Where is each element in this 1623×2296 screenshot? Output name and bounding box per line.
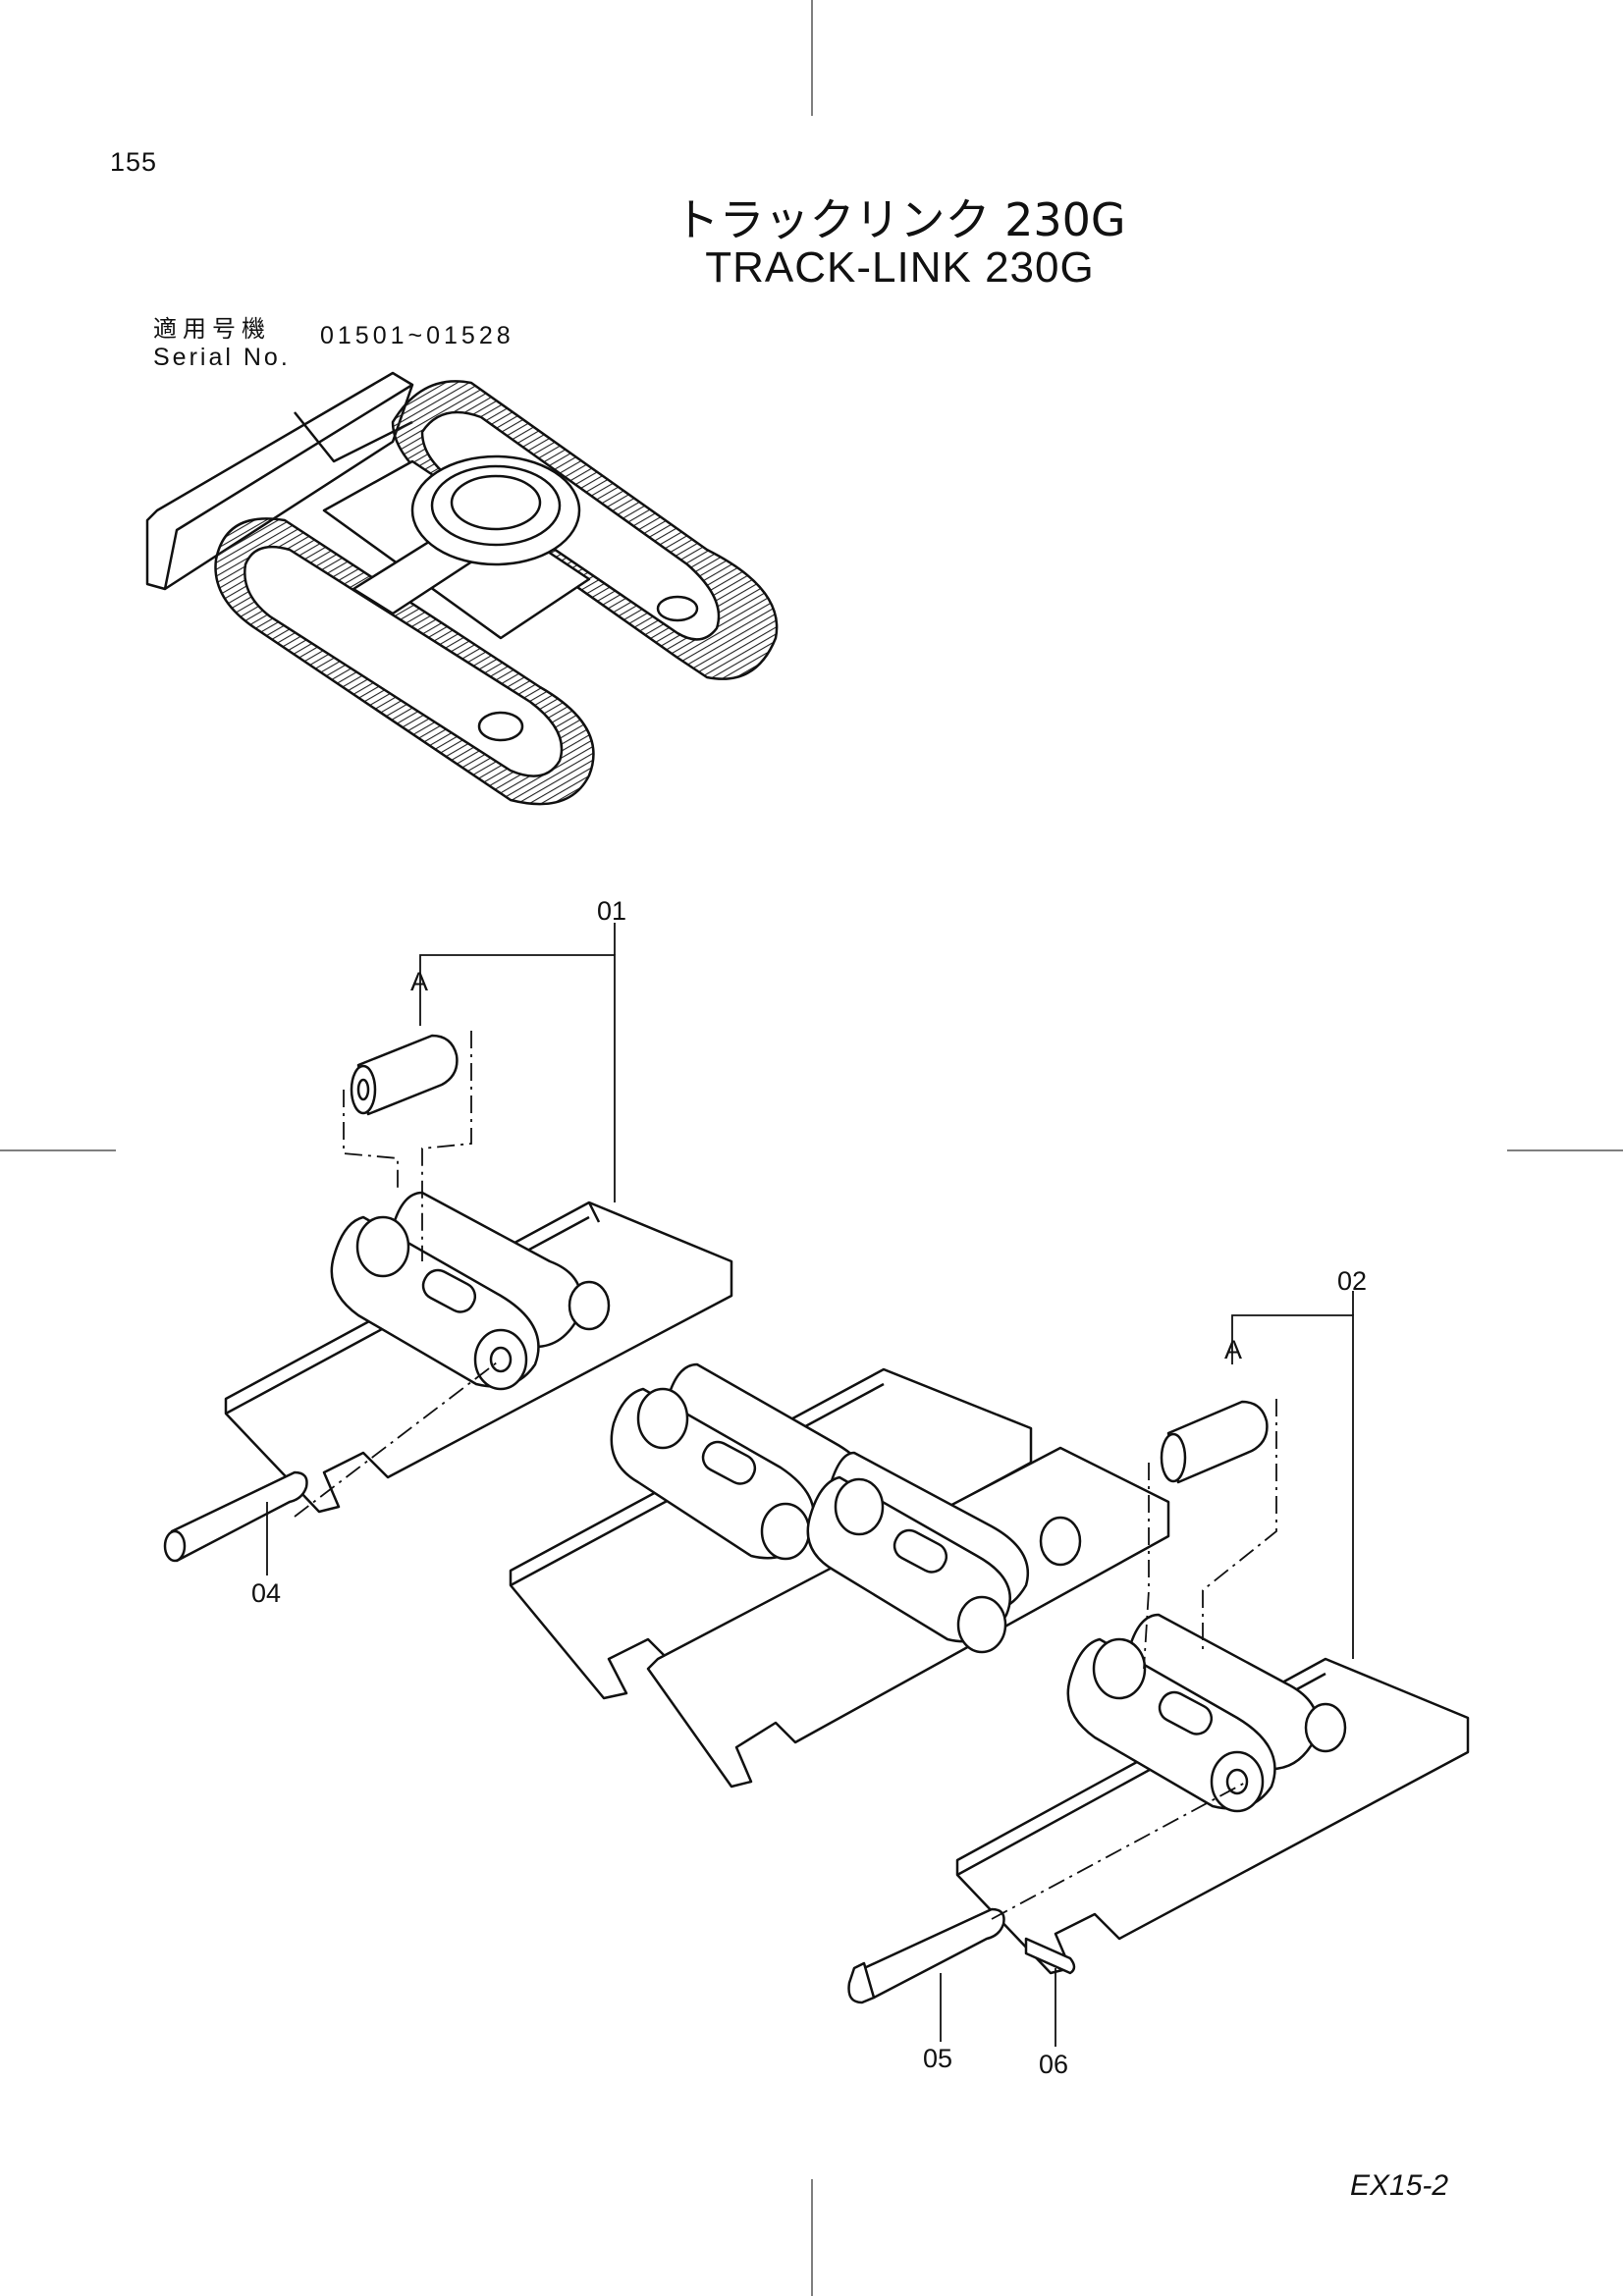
- bushing-02: [1166, 1400, 1269, 1484]
- callout-a-right: A: [1224, 1335, 1243, 1364]
- spring-pin-06: [1024, 1937, 1076, 1975]
- callout-04: 04: [251, 1578, 282, 1608]
- track-link-assembly-02: [847, 1400, 1470, 2004]
- dozer-blade: [145, 371, 414, 591]
- callout-02: 02: [1337, 1266, 1368, 1296]
- page-title-english: TRACK-LINK 230G: [705, 243, 1095, 292]
- track-link-assembly-middle: [509, 1362, 1170, 1789]
- page-number: 155: [110, 147, 158, 177]
- leader-01: [419, 954, 616, 1202]
- swing-bearing: [410, 454, 581, 566]
- serial-number-range: 01501~01528: [320, 322, 514, 349]
- callout-05: 05: [923, 2044, 953, 2073]
- serial-label-japanese: 適用号機: [153, 315, 271, 343]
- master-pin-05: [862, 1907, 1005, 2000]
- undercarriage-illustration: [145, 371, 779, 806]
- callout-01: 01: [597, 896, 627, 926]
- bushing-01: [356, 1034, 459, 1116]
- serial-label-english: Serial No.: [153, 344, 291, 371]
- page-title-japanese: トラックリンク 230G: [674, 193, 1126, 246]
- model-code: EX15-2: [1350, 2169, 1449, 2202]
- callout-06: 06: [1039, 2050, 1069, 2079]
- pin-04: [170, 1470, 308, 1563]
- track-link-assembly-01: [163, 1034, 733, 1563]
- callout-a-left: A: [410, 967, 429, 996]
- leader-02: [1231, 1314, 1354, 1659]
